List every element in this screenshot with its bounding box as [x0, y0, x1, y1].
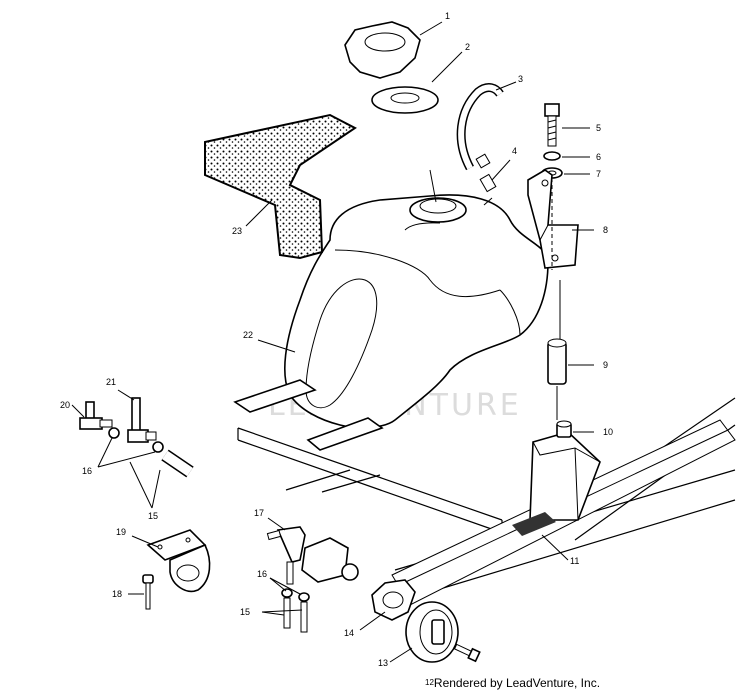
callout-5: 5: [596, 123, 601, 133]
callout-3: 3: [518, 74, 523, 84]
callout-4: 4: [512, 146, 517, 156]
callout-7: 7: [596, 169, 601, 179]
vent-hose: [456, 83, 504, 171]
callout-9: 9: [603, 360, 608, 370]
fuel-cap: [344, 21, 421, 79]
cap-gasket: [371, 86, 439, 114]
callout-13: 13: [378, 658, 388, 668]
callout-14: 14: [344, 628, 354, 638]
clamp: [108, 427, 164, 453]
hub: [405, 601, 459, 663]
callout-16: 16: [82, 466, 92, 476]
hub-bolt: [453, 643, 481, 663]
tank-support-plates: [233, 379, 384, 451]
callout-8: 8: [603, 225, 608, 235]
bolt: [544, 103, 560, 147]
callout-11: 11: [570, 556, 579, 566]
callout-6: 6: [596, 152, 601, 162]
callout-15: 15: [148, 511, 158, 521]
callout-19: 19: [116, 527, 126, 537]
nut: [371, 579, 416, 621]
callout-10: 10: [603, 427, 613, 437]
tank-mount-tower: [529, 431, 601, 521]
valve-bracket: [146, 529, 211, 592]
callout-21: 21: [106, 377, 116, 387]
fuel-line-lower: [283, 597, 308, 633]
lock-washer: [543, 151, 561, 161]
callout-17: 17: [254, 508, 264, 518]
callout-18: 18: [112, 589, 122, 599]
leader-lines: [71, 21, 594, 663]
callout-20: 20: [60, 400, 70, 410]
spacer-short: [556, 420, 572, 438]
page-number: 12: [425, 678, 434, 687]
render-credit-text: Rendered by LeadVenture, Inc.: [433, 676, 601, 690]
vent-fitting: [479, 173, 497, 193]
rivet: [142, 574, 154, 610]
tee-fitting: [127, 397, 157, 443]
render-credit: 12Rendered by LeadVenture, Inc.: [425, 676, 600, 690]
callout-23: 23: [232, 226, 242, 236]
elbow-fitting: [79, 401, 113, 430]
clamp-lower: [281, 588, 310, 602]
callout-1: 1: [445, 11, 450, 21]
callout-labels: 1 2 3 4 5 6 7 8 9 10 11 13 14 15 15 16 1…: [60, 11, 613, 668]
callout-15-lower: 15: [240, 607, 250, 617]
callout-22: 22: [243, 330, 253, 340]
foam-pad: [204, 113, 357, 260]
callout-2: 2: [465, 42, 470, 52]
decal: [512, 512, 556, 536]
mounting-bracket: [527, 169, 579, 269]
callout-16-lower: 16: [257, 569, 267, 579]
fuel-tank: [284, 194, 549, 429]
spacer-long: [547, 338, 567, 385]
fuel-line: [161, 449, 194, 478]
fuel-valve: [266, 526, 359, 585]
